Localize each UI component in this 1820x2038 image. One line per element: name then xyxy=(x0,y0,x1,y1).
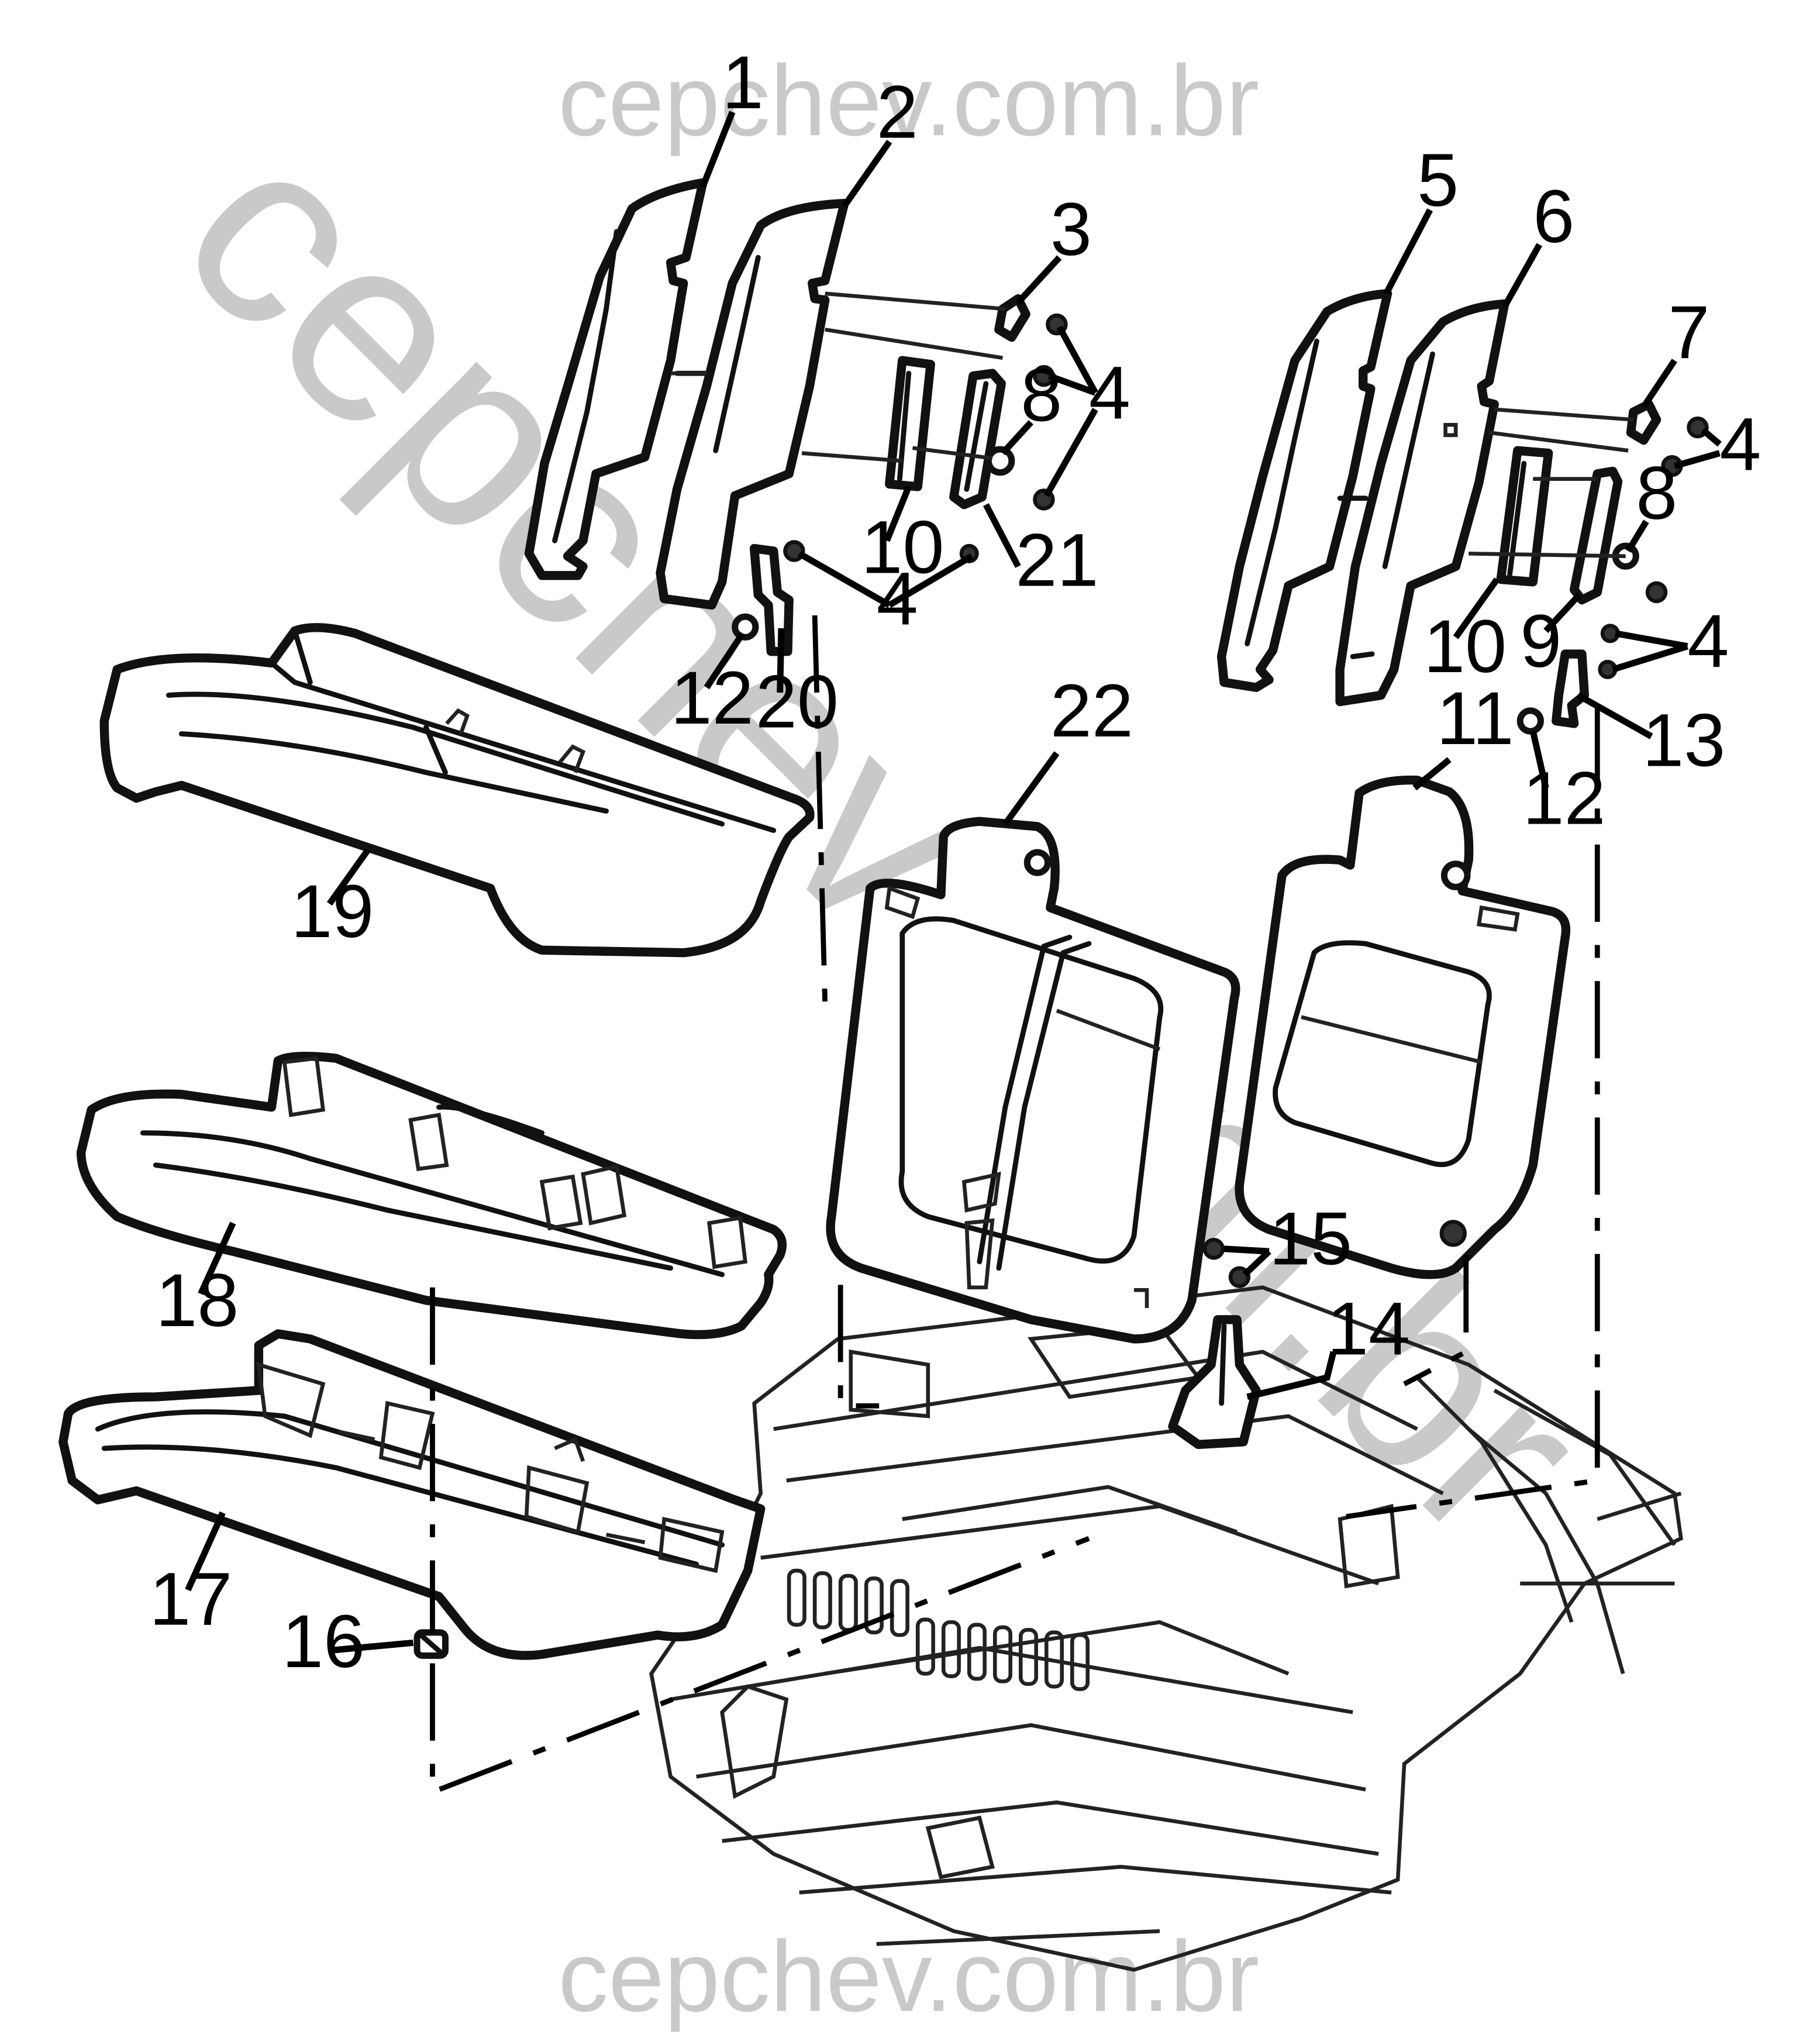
callout-14: 14 xyxy=(1327,1287,1410,1371)
callout-4: 4 xyxy=(1719,402,1761,486)
part-16-clip xyxy=(413,1629,449,1659)
callout-11: 11 xyxy=(1436,677,1514,760)
callout-7: 7 xyxy=(1668,291,1709,374)
callout-12: 12 xyxy=(671,656,754,740)
guide-lines-right xyxy=(1469,407,1634,559)
part-15-bolts xyxy=(1202,1238,1251,1288)
callout-8: 8 xyxy=(1636,452,1677,535)
assembly-lines xyxy=(430,615,1600,1796)
callout-4: 4 xyxy=(1687,600,1729,683)
part-21-bracket-left xyxy=(949,369,1006,510)
watermark-top: cepchev.com.br xyxy=(558,45,1259,157)
callout-15: 15 xyxy=(1269,1197,1352,1280)
part-17-seat-frame xyxy=(58,1329,766,1660)
part-9-bracket-right xyxy=(1569,466,1623,605)
callout-8: 8 xyxy=(1021,354,1062,438)
guide-lines-left xyxy=(670,291,1006,463)
callout-19: 19 xyxy=(291,870,374,953)
hardware-right xyxy=(1516,400,1709,735)
part-1-seatback-panel-outer xyxy=(524,178,708,580)
part-10-pad-left xyxy=(885,356,935,491)
callout-2: 2 xyxy=(877,70,918,154)
part-6-seatback-panel-main-right xyxy=(1335,299,1509,707)
callout-9: 9 xyxy=(1520,600,1562,683)
part-18-seat-cushion-pad xyxy=(76,1051,787,1340)
part-11-seatback-assembly-right xyxy=(1235,775,1571,1279)
callout-6: 6 xyxy=(1533,175,1574,259)
watermark-bottom: cepchev.com.br xyxy=(558,1921,1259,2033)
callout-18: 18 xyxy=(156,1259,239,1342)
callout-12: 12 xyxy=(1523,757,1606,841)
part-5-seatback-panel-outer-right xyxy=(1216,289,1392,692)
part-14-latch-bracket xyxy=(1168,1315,1261,1450)
callout-20: 20 xyxy=(756,660,839,743)
callout-16: 16 xyxy=(282,1600,365,1684)
callout-10: 10 xyxy=(861,505,944,589)
callout-4: 4 xyxy=(877,557,918,641)
callout-21: 21 xyxy=(1015,518,1098,602)
callout-5: 5 xyxy=(1417,139,1459,222)
callout-labels: 1 2 3 4 4 4 4 5 6 7 8 8 9 10 10 11 12 12… xyxy=(149,41,1761,1684)
callout-22: 22 xyxy=(1050,669,1133,753)
part-22-seatback-assembly-left xyxy=(826,817,1240,1344)
callout-3: 3 xyxy=(1050,188,1092,271)
leader-lines xyxy=(185,111,1722,1654)
part-10-pad-right xyxy=(1496,446,1553,587)
callout-4: 4 xyxy=(1089,351,1130,435)
vehicle-floor-structure xyxy=(649,1285,1683,1972)
callout-1: 1 xyxy=(722,41,764,125)
part-19-seat-cushion-cover xyxy=(99,623,815,958)
callout-10: 10 xyxy=(1423,605,1507,688)
callout-17: 17 xyxy=(149,1558,232,1641)
callout-13: 13 xyxy=(1642,699,1725,783)
